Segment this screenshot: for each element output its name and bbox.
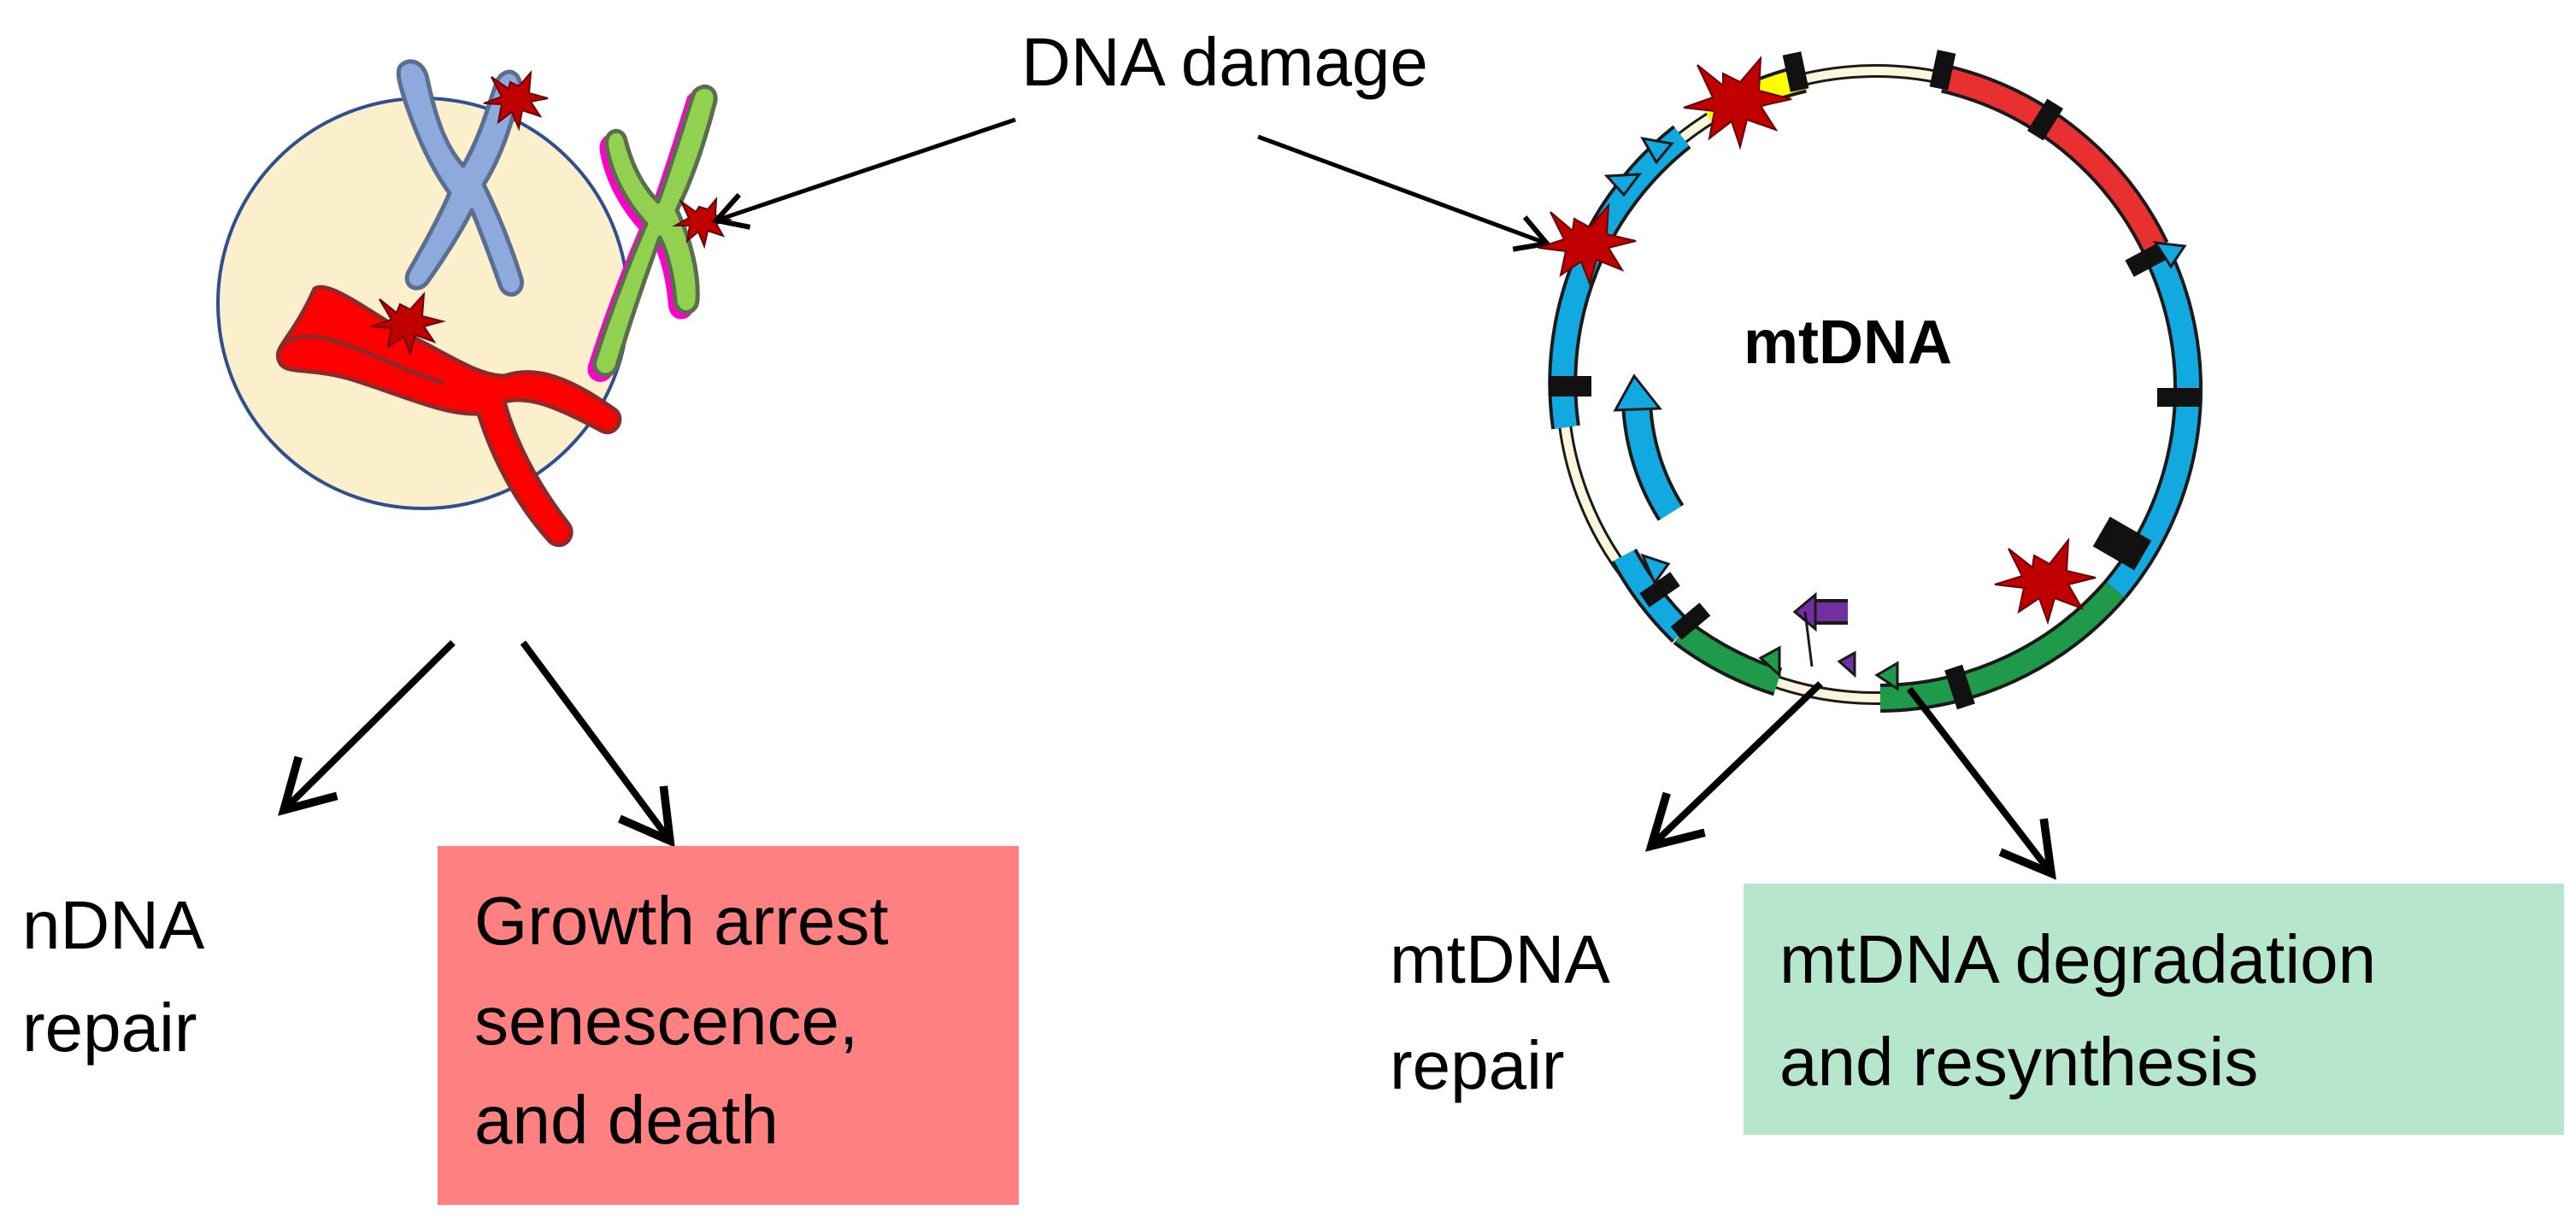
svg-text:Growth arrest: Growth arrest bbox=[474, 883, 889, 959]
mtdna-damage-star-top bbox=[1683, 56, 1792, 150]
damage-star-blue bbox=[483, 70, 549, 132]
mtdna-ring: mtDNA bbox=[1538, 50, 2203, 713]
ndna-repair-label: nDNA repair bbox=[22, 887, 205, 1066]
mtdna-damage-star-right bbox=[1994, 537, 2097, 626]
damage-star-red bbox=[370, 291, 446, 357]
inner-blue-arc-head bbox=[1613, 373, 1663, 412]
arrow-to-degradation bbox=[1906, 686, 2056, 880]
svg-text:repair: repair bbox=[22, 990, 197, 1066]
svg-text:repair: repair bbox=[1390, 1027, 1565, 1103]
red-chromosome bbox=[276, 285, 622, 548]
svg-text:mtDNA: mtDNA bbox=[1390, 921, 1610, 997]
purple-gene-marker bbox=[1837, 650, 1856, 679]
green-chromosome bbox=[587, 85, 718, 382]
nucleus bbox=[216, 59, 733, 548]
mtdna-label: mtDNA bbox=[1744, 308, 1952, 377]
svg-text:and death: and death bbox=[474, 1082, 779, 1158]
arrow-to-growth-arrest bbox=[520, 640, 675, 848]
arrow-to-mtdna-repair bbox=[1645, 681, 1823, 852]
svg-text:nDNA: nDNA bbox=[22, 887, 205, 963]
strand-arrows bbox=[1603, 136, 2187, 585]
gene-boundaries bbox=[1549, 50, 2200, 710]
degradation-box: mtDNA degradation and resynthesis bbox=[1744, 884, 2564, 1135]
damage-pointer-nucleus bbox=[711, 117, 1016, 230]
svg-text:senescence,: senescence, bbox=[474, 983, 858, 1059]
dna-damage-label: DNA damage bbox=[1021, 24, 1428, 100]
svg-text:mtDNA degradation: mtDNA degradation bbox=[1779, 921, 2376, 997]
damage-pointer-mtdna bbox=[1257, 134, 1552, 252]
blue-chromosome bbox=[396, 59, 524, 297]
growth-arrest-box: Growth arrest senescence, and death bbox=[438, 846, 1019, 1205]
svg-text:and resynthesis: and resynthesis bbox=[1779, 1024, 2258, 1100]
mtdna-damage-star-left bbox=[1538, 203, 1637, 287]
mtdna-repair-label: mtDNA repair bbox=[1390, 921, 1610, 1103]
arrow-to-ndna-repair bbox=[278, 640, 456, 816]
